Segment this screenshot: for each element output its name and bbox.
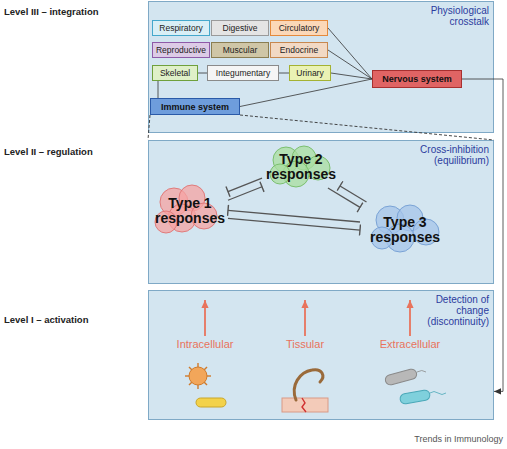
box-label: Immune system: [161, 102, 229, 112]
level-label: Level I – activation: [4, 314, 88, 325]
response-label: Type 1 responses: [152, 196, 228, 226]
panel-heading: Detection of change (discontinuity): [411, 294, 489, 327]
response-label: Type 2 responses: [262, 152, 340, 182]
system-box: Nervous system: [372, 70, 462, 88]
system-box: Integumentary: [207, 65, 279, 81]
response-cluster: Type 1 responses: [152, 182, 228, 240]
trigger-label: Tissular: [286, 338, 324, 350]
box-label: Digestive: [223, 23, 258, 33]
level-panel: Cross-inhibition (equilibrium) Type 2 res…: [148, 140, 494, 284]
box-label: Nervous system: [382, 74, 452, 84]
system-box: Endocrine: [270, 42, 328, 58]
panel-heading: Cross-inhibition (equilibrium): [411, 144, 489, 166]
system-box: Respiratory: [152, 20, 210, 36]
system-box: Muscular: [211, 42, 269, 58]
level-label: Level II – regulation: [4, 146, 93, 157]
level-panel: Detection of change (discontinuity): [148, 290, 494, 420]
system-box: Immune system: [150, 98, 240, 115]
response-cluster: Type 3 responses: [360, 202, 450, 258]
trigger-label: Extracellular: [380, 338, 441, 350]
level-label: Level III – integration: [4, 6, 99, 17]
box-label: Skeletal: [160, 68, 190, 78]
box-label: Endocrine: [280, 45, 318, 55]
system-box: Reproductive: [152, 42, 210, 58]
box-label: Respiratory: [159, 23, 202, 33]
box-label: Circulatory: [279, 23, 320, 33]
response-cluster: Type 2 responses: [262, 146, 340, 188]
panel-heading: Physiological crosstalk: [411, 5, 489, 27]
box-label: Integumentary: [216, 68, 270, 78]
box-label: Reproductive: [156, 45, 206, 55]
system-box: Circulatory: [270, 20, 328, 36]
response-label: Type 3 responses: [360, 215, 450, 245]
level-panel: Physiological crosstalkRespiratory Digest…: [148, 1, 494, 133]
system-box: Urinary: [289, 65, 331, 81]
system-box: Digestive: [211, 20, 269, 36]
box-label: Urinary: [296, 68, 323, 78]
box-label: Muscular: [223, 45, 257, 55]
source-note: Trends in Immunology: [414, 434, 503, 444]
system-box: Skeletal: [152, 65, 198, 81]
trigger-label: Intracellular: [177, 338, 234, 350]
